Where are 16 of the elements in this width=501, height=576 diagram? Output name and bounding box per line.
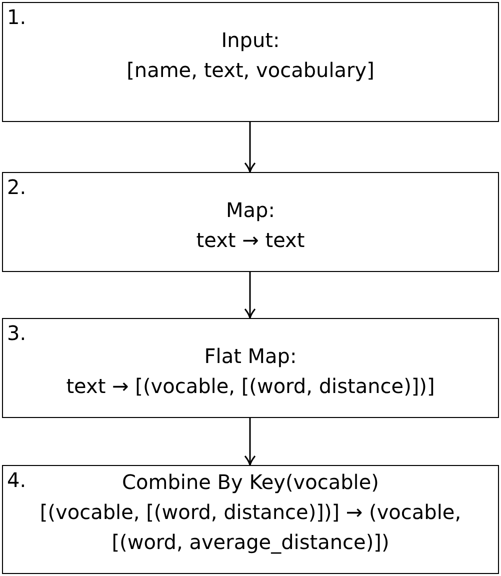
process-box	[2, 172, 499, 272]
step-text: [(vocable, [(word, distance)])] → (vocable, [(word, average_distance)])	[38, 499, 462, 556]
process-box	[2, 318, 499, 418]
step-number: 3.	[7, 321, 26, 345]
step-number: 4.	[7, 468, 26, 492]
step-text: [name, text, vocabulary]	[126, 57, 374, 84]
step-number: 1.	[7, 5, 26, 29]
step-text: Map:	[226, 197, 275, 224]
step-text: Flat Map:	[204, 343, 297, 370]
step-text: Combine By Key(vocable)	[122, 469, 379, 496]
step-text: text → [(vocable, [(word, distance)])]	[66, 373, 435, 400]
step-text: text → text	[196, 227, 305, 254]
process-box	[2, 2, 499, 122]
step-text: Input:	[221, 27, 280, 54]
step-number: 2.	[7, 175, 26, 199]
process-box	[2, 465, 499, 574]
